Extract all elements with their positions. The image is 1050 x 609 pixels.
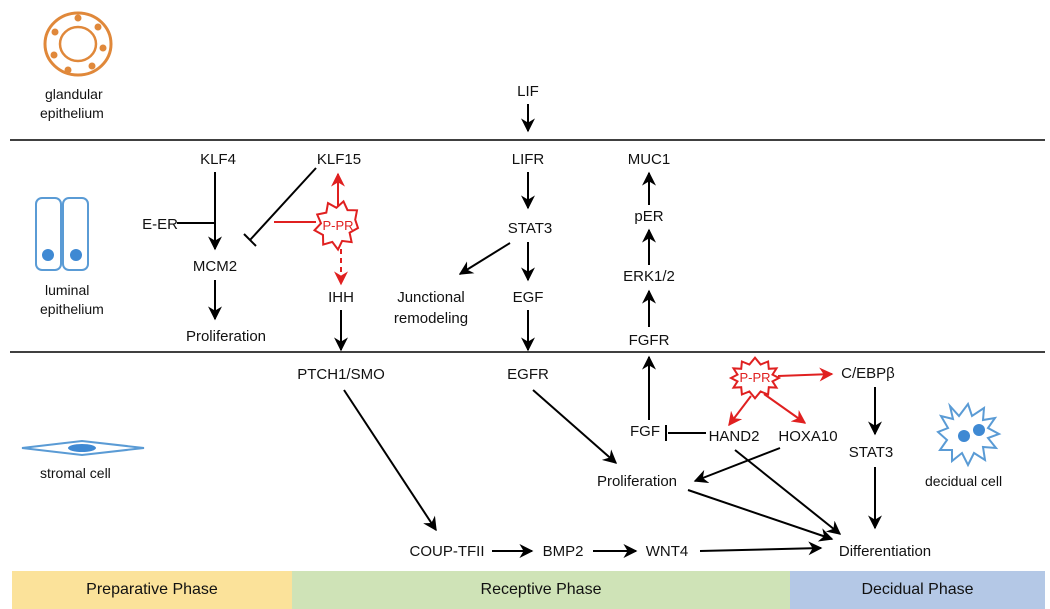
- edge-stat3-junctional: [458, 242, 511, 275]
- luminal-epithelium-icon: [35, 197, 89, 271]
- decidual-cell-icon: [936, 401, 1002, 468]
- luminal-label-line1: luminal: [45, 282, 89, 298]
- edge-wnt4-differentiation: [699, 541, 823, 556]
- phase-receptive-label: Receptive Phase: [480, 581, 602, 598]
- node-junctional-remodeling: Junctional remodeling: [394, 289, 468, 327]
- phase-preparative-label: Preparative Phase: [86, 581, 218, 598]
- node-klf15: KLF15: [317, 151, 361, 168]
- glandular-label-line2: epithelium: [40, 105, 104, 121]
- node-stat3-stroma: STAT3: [849, 444, 893, 461]
- node-hoxa10: HOXA10: [778, 428, 837, 445]
- node-stat3-epithelium: STAT3: [508, 220, 552, 237]
- glandular-label: glandular epithelium: [40, 86, 104, 121]
- edge-proliferation-differentiation: [687, 489, 834, 542]
- edge-ppr-cebpb: [777, 367, 834, 382]
- junctional-line2: remodeling: [394, 310, 468, 327]
- phase-decidual: Decidual Phase: [790, 571, 1045, 609]
- phase-preparative: Preparative Phase: [12, 571, 292, 609]
- node-lif: LIF: [517, 83, 539, 100]
- node-egfr: EGFR: [507, 366, 549, 383]
- phase-decidual-label: Decidual Phase: [861, 581, 974, 598]
- node-egf: EGF: [513, 289, 544, 306]
- edge-klf15-mcm2-inhibit-bar: [243, 233, 257, 247]
- edge-klf15-mcm2-inhibit: [249, 167, 317, 241]
- node-cebpb: C/EBPβ: [841, 365, 895, 382]
- p-pr-stroma-star: [728, 356, 782, 400]
- stromal-cell-icon: [21, 439, 145, 457]
- node-wnt4: WNT4: [646, 543, 689, 560]
- glandular-label-line1: glandular: [45, 86, 103, 102]
- edge-hoxa10-proliferation: [693, 447, 781, 483]
- node-coup-tfii: COUP-TFII: [410, 543, 485, 560]
- node-mcm2: MCM2: [193, 258, 237, 275]
- decidual-label: decidual cell: [925, 473, 1002, 489]
- node-klf4: KLF4: [200, 151, 236, 168]
- node-erk12: ERK1/2: [623, 268, 675, 285]
- node-bmp2: BMP2: [543, 543, 584, 560]
- node-lifr: LIFR: [512, 151, 545, 168]
- luminal-label: luminal epithelium: [40, 282, 104, 317]
- node-ihh: IHH: [328, 289, 354, 306]
- node-muc1: MUC1: [628, 151, 671, 168]
- edge-hand2-differentiation: [734, 449, 842, 535]
- node-hand2: HAND2: [709, 428, 760, 445]
- node-p-pr-epithelium: P-PR: [322, 218, 353, 233]
- node-fgfr: FGFR: [629, 332, 670, 349]
- phase-receptive: Receptive Phase: [292, 571, 790, 609]
- node-proliferation-stroma: Proliferation: [597, 473, 677, 490]
- node-per: pER: [634, 208, 663, 225]
- node-ptch1-smo: PTCH1/SMO: [297, 366, 385, 383]
- node-p-pr-stroma: P-PR: [739, 370, 770, 385]
- node-e-er: E-ER: [142, 216, 178, 233]
- stromal-label: stromal cell: [40, 465, 111, 481]
- edge-ppr-hoxa10: [763, 393, 807, 424]
- junctional-line1: Junctional: [397, 289, 465, 306]
- node-differentiation: Differentiation: [839, 543, 931, 560]
- glandular-epithelium-icon: [43, 11, 113, 77]
- edge-egfr-proliferation: [532, 389, 618, 464]
- p-pr-epithelium-star: [312, 199, 360, 252]
- node-proliferation-epithelium: Proliferation: [186, 328, 266, 345]
- edge-ppr-hand2: [728, 395, 752, 427]
- edge-ptch-coup: [343, 389, 437, 532]
- luminal-label-line2: epithelium: [40, 301, 104, 317]
- node-fgf: FGF: [630, 423, 660, 440]
